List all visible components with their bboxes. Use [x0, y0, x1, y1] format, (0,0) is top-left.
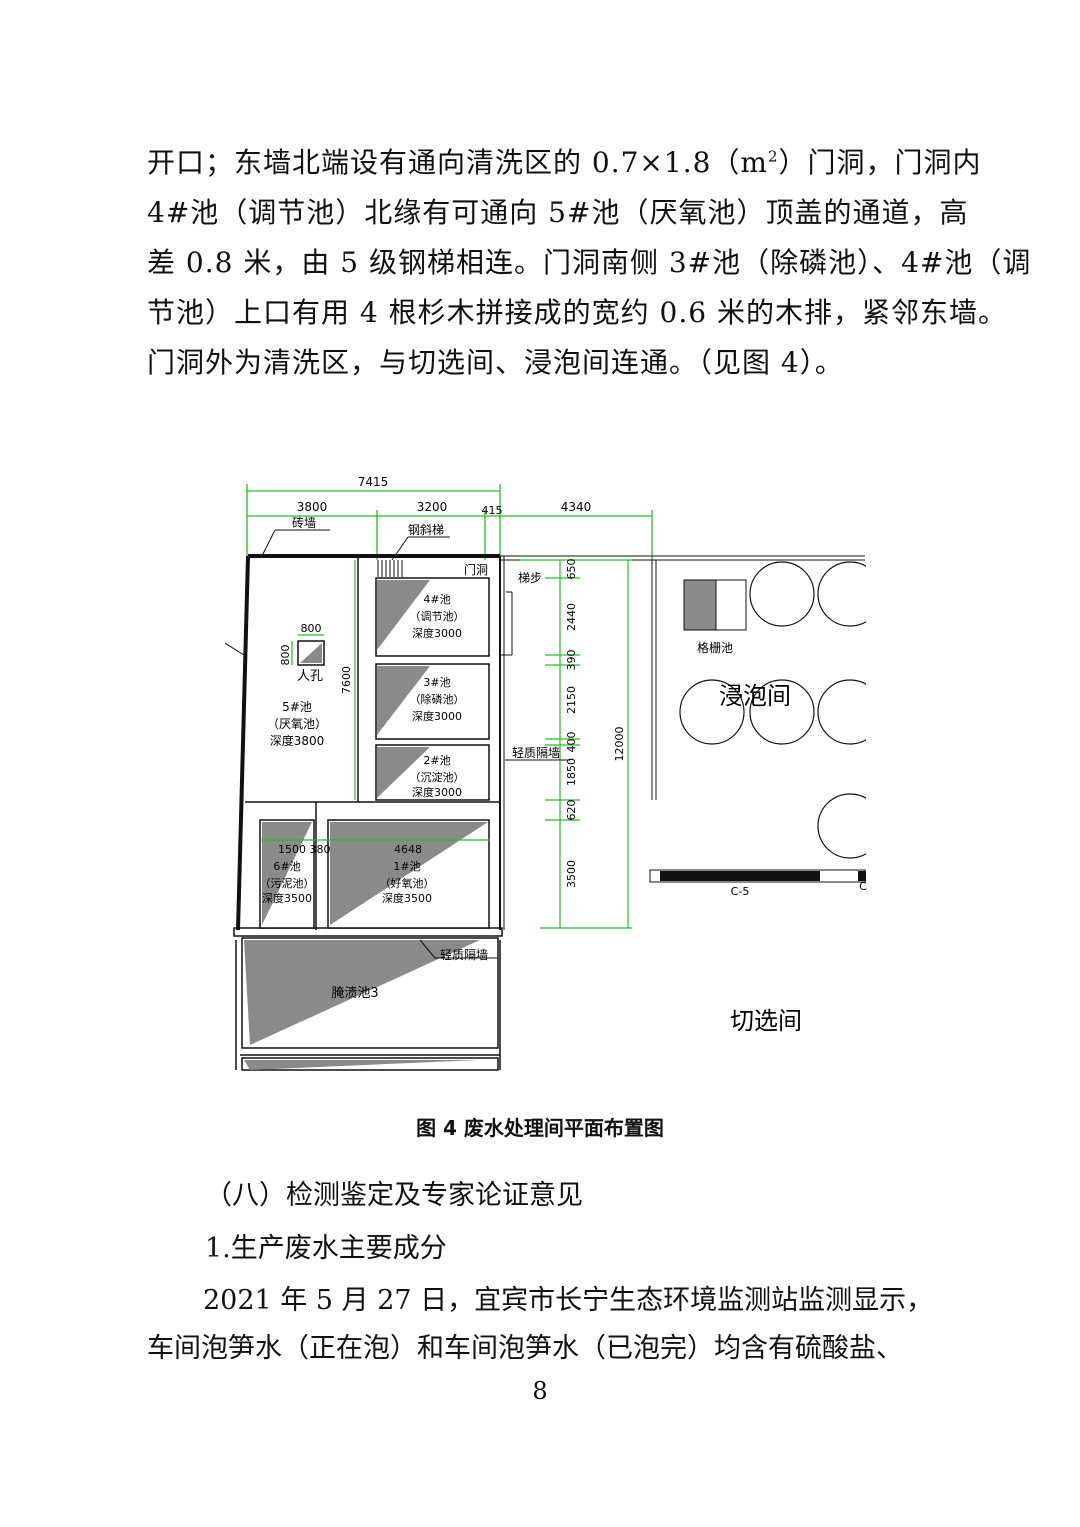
- dim-650: 650: [565, 559, 578, 580]
- pool-2-name: 2#池: [423, 754, 450, 767]
- pool-4-depth: 深度3000: [412, 626, 462, 640]
- pool-2-depth: 深度3000: [412, 785, 462, 799]
- label-soak-room: 浸泡间: [719, 682, 791, 710]
- body-line-1: 2021 年 5 月 27 日，宜宾市长宁生态环境监测站监测显示，: [203, 1285, 934, 1316]
- pool-5-name: 5#池: [282, 700, 312, 714]
- dim-7600: 7600: [340, 666, 353, 694]
- label-cut-room: 切选间: [730, 1007, 802, 1035]
- window-bar: [660, 871, 820, 881]
- dim-12000: 12000: [613, 727, 626, 762]
- top-dimension-lines: [246, 484, 653, 560]
- intro-line-1: 开口；东墙北端设有通向清洗区的 0.7×1.8（m2）门洞，门洞内: [147, 138, 981, 188]
- figure-caption: 图 4 废水处理间平面布置图: [416, 1116, 664, 1140]
- dim-3500: 3500: [565, 860, 578, 888]
- pool-2-label: 2#池 （沉淀池） 深度3000: [410, 754, 465, 799]
- pool-1-name: 1#池: [393, 860, 420, 873]
- pool-1-depth: 深度3500: [382, 891, 432, 905]
- intro-line-2: 4#池（调节池）北缘有可通向 5#池（厌氧池）顶盖的通道，高: [147, 196, 969, 229]
- pool-2-type: （沉淀池）: [410, 770, 465, 784]
- dim-3800: 3800: [297, 500, 328, 514]
- label-grid-pool: 格栅池: [697, 640, 733, 655]
- pool-3-type: （除磷池）: [410, 692, 465, 706]
- pool-4-label: 4#池 （调节池） 深度3000: [410, 593, 465, 640]
- dim-1500: 1500: [278, 843, 306, 856]
- pool-4-name: 4#池: [423, 593, 450, 606]
- dim-4648: 4648: [394, 843, 422, 856]
- steps-rail: [500, 591, 513, 656]
- manhole-fill: [300, 643, 322, 663]
- dim-3200: 3200: [417, 500, 448, 514]
- grid-pool-frame: [715, 579, 747, 631]
- body-line-2: 车间泡笋水（正在泡）和车间泡笋水（已泡完）均含有硫酸盐、: [147, 1333, 903, 1364]
- manhole-height: 800: [279, 645, 292, 666]
- dim-4340: 4340: [561, 500, 592, 514]
- pool-5-label: 5#池 （厌氧池） 深度3800: [267, 700, 327, 748]
- label-c-edge: C: [859, 880, 867, 893]
- manhole-width: 800: [301, 622, 322, 635]
- dim-390: 390: [565, 650, 578, 671]
- page-number: 8: [532, 1377, 548, 1405]
- intro-line-3: 差 0.8 米，由 5 级钢梯相连。门洞南侧 3#池（除磷池）、4#池（调: [147, 246, 1032, 279]
- superscript-2: 2: [767, 147, 779, 166]
- dim-1850: 1850: [565, 758, 578, 786]
- dim-total: 7415: [358, 475, 389, 489]
- intro-paragraph: 开口；东墙北端设有通向清洗区的 0.7×1.8（m2）门洞，门洞内 4#池（调节…: [147, 138, 1032, 388]
- pool-6-depth: 深度3500: [262, 891, 312, 905]
- section-heading: （八）检测鉴定及专家论证意见: [205, 1180, 583, 1211]
- pool-1-type: （好氧池）: [380, 876, 435, 890]
- label-steel-stair: 钢斜梯: [408, 523, 444, 537]
- right-dimension-labels: 650 2440 390 2150 400 1850 620 3500 1200…: [565, 559, 626, 889]
- intro-line-1-a: 开口；东墙北端设有通向清洗区的 0.7×1.8（m: [147, 146, 768, 179]
- pool-slopes: [244, 580, 488, 1070]
- label-brick-wall-top: 砖墙: [292, 515, 316, 530]
- soak-tanks: [679, 561, 870, 859]
- dim-380: 380: [310, 843, 331, 856]
- pool-3-label: 3#池 （除磷池） 深度3000: [410, 676, 465, 723]
- steel-stairs: [377, 560, 403, 577]
- label-light-wall-1: 轻质隔墙: [512, 746, 560, 760]
- pool-3-depth: 深度3000: [412, 709, 462, 723]
- pool-6-label: 6#池 （污泥池） 深度3500: [260, 860, 315, 905]
- label-manhole: 人孔: [297, 669, 323, 684]
- pool-1-label: 1#池 （好氧池） 深度3500: [380, 860, 435, 905]
- pool-6-name: 6#池: [273, 860, 300, 873]
- dim-415: 415: [482, 504, 503, 517]
- pickle-pool-label: 腌渍池3: [331, 986, 378, 1001]
- dim-2440: 2440: [565, 603, 578, 631]
- intro-line-1-b: ）门洞，门洞内: [778, 146, 982, 179]
- intro-line-5: 门洞外为清洗区，与切选间、浸泡间连通。（见图 4）。: [147, 346, 844, 379]
- pool-5-type: （厌氧池）: [267, 717, 327, 731]
- pool-5-depth: 深度3800: [270, 733, 325, 748]
- inner-dimension-lines: [260, 559, 632, 929]
- label-steps: 梯步: [518, 571, 542, 585]
- pool-3-name: 3#池: [423, 676, 450, 689]
- dim-400: 400: [565, 732, 578, 753]
- label-light-wall-2: 轻质隔墙: [440, 948, 488, 962]
- sub-heading: 1.生产废水主要成分: [205, 1233, 447, 1264]
- label-door: 门洞: [464, 562, 488, 577]
- pool-4-type: （调节池）: [410, 610, 465, 623]
- grid-pool-fill: [683, 579, 717, 631]
- floor-plan-figure: 7415 3800 3200 415 4340: [225, 470, 870, 1075]
- pool-6-type: （污泥池）: [260, 877, 315, 890]
- window-bar-edge: [858, 871, 866, 881]
- leader-lines: [225, 529, 570, 959]
- dim-620: 620: [565, 800, 578, 821]
- dim-2150: 2150: [565, 686, 578, 714]
- label-c5: C-5: [731, 885, 750, 898]
- intro-line-4: 节池）上口有用 4 根杉木拼接成的宽约 0.6 米的木排，紧邻东墙。: [147, 296, 1007, 329]
